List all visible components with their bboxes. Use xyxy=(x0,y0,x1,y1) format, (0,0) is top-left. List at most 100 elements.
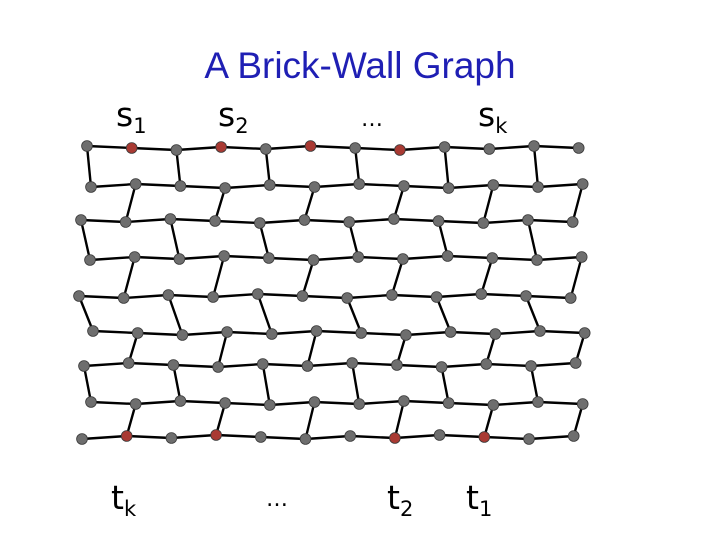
graph-vertex xyxy=(525,360,537,372)
graph-vertex xyxy=(259,143,272,155)
source-label-sk: sk xyxy=(478,95,507,137)
sink-terminal xyxy=(389,432,401,444)
graph-vertex xyxy=(528,140,540,152)
row-edge xyxy=(438,433,486,439)
graph-vertex xyxy=(578,327,591,339)
label-base: … xyxy=(266,487,288,512)
row-edge xyxy=(223,183,271,190)
graph-vertex xyxy=(299,433,312,445)
column-edge xyxy=(77,294,95,333)
row-edge xyxy=(259,435,307,441)
row-edge xyxy=(357,255,405,261)
row-edge xyxy=(402,399,450,405)
row-edge xyxy=(393,433,441,440)
row-edge xyxy=(175,145,223,152)
source-label-s2: s2 xyxy=(218,95,249,138)
row-edge xyxy=(488,144,536,151)
row-edge xyxy=(536,400,584,406)
graph-vertex xyxy=(341,292,354,304)
label-base: s xyxy=(116,95,134,134)
row-edge xyxy=(404,330,452,337)
sink-terminal xyxy=(120,430,133,442)
row-edge xyxy=(535,255,583,262)
graph-vertex xyxy=(251,288,264,300)
label-subscript: k xyxy=(123,497,137,521)
graph-vertex xyxy=(442,182,455,194)
graph-vertex xyxy=(489,328,502,340)
graph-vertex xyxy=(486,252,499,264)
graph-vertex xyxy=(532,181,544,193)
row-edge xyxy=(304,434,352,441)
graph-vertex xyxy=(117,292,130,304)
graph-edges xyxy=(77,144,586,441)
row-edge xyxy=(124,217,172,224)
graph-vertex xyxy=(73,290,85,302)
row-edge xyxy=(214,433,262,439)
column-edge xyxy=(571,182,584,224)
graph-vertex xyxy=(122,357,135,369)
row-edge xyxy=(219,145,267,151)
label-subscript: 2 xyxy=(235,114,249,138)
row-edge xyxy=(222,254,270,260)
graph-vertex xyxy=(76,433,88,445)
graph-vertex xyxy=(386,289,398,301)
graph-vertex xyxy=(575,251,588,263)
sink-terminal xyxy=(478,431,491,443)
graph-vertex xyxy=(262,252,275,264)
graph-vertex xyxy=(531,254,543,266)
graph-vertex xyxy=(353,178,366,190)
row-edge xyxy=(309,144,357,150)
row-edge xyxy=(133,255,181,261)
row-edge xyxy=(449,330,497,336)
row-edge xyxy=(482,218,530,225)
row-edge xyxy=(360,331,408,337)
graph-vertex xyxy=(435,361,448,373)
graph-vertex xyxy=(566,216,579,228)
row-edge xyxy=(134,182,182,188)
row-edge xyxy=(435,292,483,299)
graph-vertex xyxy=(209,215,221,227)
column-edge xyxy=(532,144,540,189)
row-edge xyxy=(270,329,318,336)
graph-vertex xyxy=(301,360,314,372)
row-edge xyxy=(492,183,540,189)
graph-vertex xyxy=(218,250,230,262)
graph-vertex xyxy=(520,290,532,302)
row-edge xyxy=(348,217,396,224)
label-base: t xyxy=(466,478,479,517)
row-edge xyxy=(89,182,137,189)
graph-vertex xyxy=(131,327,144,339)
graph-vertex xyxy=(253,217,266,229)
column-edge xyxy=(258,221,270,260)
label-base: s xyxy=(478,95,496,134)
graph-vertex xyxy=(256,358,269,370)
row-edge xyxy=(532,144,580,150)
column-edge xyxy=(443,145,450,190)
column-edge xyxy=(348,220,360,259)
row-edge xyxy=(313,182,361,189)
row-edge xyxy=(529,361,577,368)
column-edge xyxy=(175,148,182,188)
row-edge xyxy=(491,256,539,262)
column-edge xyxy=(306,329,318,368)
column-edge xyxy=(393,399,406,440)
graph-vertex xyxy=(176,329,189,341)
graph-vertex xyxy=(173,253,186,265)
row-edge xyxy=(223,401,271,407)
graph-vertex xyxy=(162,289,175,301)
row-edge xyxy=(264,144,312,151)
graph-vertex xyxy=(349,142,362,154)
row-edge xyxy=(527,434,575,441)
label-base: t xyxy=(387,478,400,517)
column-edge xyxy=(435,295,452,334)
sink-label-tk: tk xyxy=(111,478,137,521)
row-edge xyxy=(354,146,402,152)
graph-vertex xyxy=(87,325,99,337)
row-edge xyxy=(261,362,309,368)
graph-vertex xyxy=(432,215,445,227)
source-label-s1: s1 xyxy=(116,95,147,137)
row-edge xyxy=(82,361,130,368)
graph-vertex xyxy=(254,431,267,443)
graph-vertex xyxy=(308,396,321,408)
row-edge xyxy=(358,182,406,188)
